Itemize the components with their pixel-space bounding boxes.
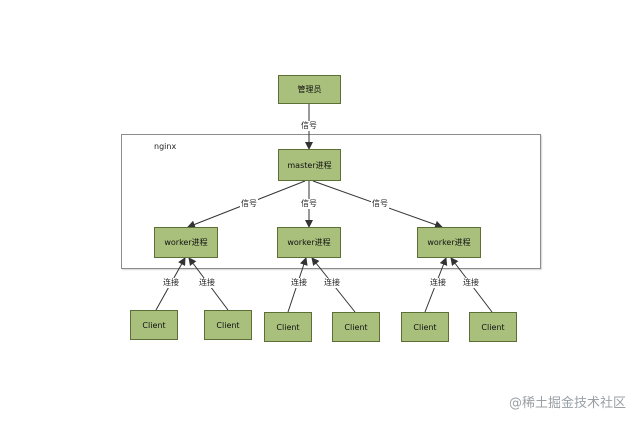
signal-label: 信号 bbox=[240, 199, 258, 209]
worker-process-node: worker进程 bbox=[154, 227, 218, 258]
connect-label: 连接 bbox=[323, 278, 341, 288]
worker-process-node: worker进程 bbox=[277, 227, 341, 258]
worker-process-node: worker进程 bbox=[417, 227, 481, 258]
connect-label: 连接 bbox=[290, 278, 308, 288]
watermark: @稀土掘金技术社区 bbox=[508, 396, 626, 411]
connect-label: 连接 bbox=[162, 278, 180, 288]
client-node: Client bbox=[204, 310, 252, 340]
client-node: Client bbox=[130, 310, 178, 340]
nginx-group-title: nginx bbox=[154, 142, 177, 151]
master-process-node: master进程 bbox=[278, 149, 341, 181]
connect-label: 连接 bbox=[429, 278, 447, 288]
connect-label: 连接 bbox=[198, 278, 216, 288]
signal-label: 信号 bbox=[300, 121, 318, 131]
signal-label: 信号 bbox=[371, 199, 389, 209]
client-node: Client bbox=[332, 312, 380, 342]
client-node: Client bbox=[264, 312, 312, 342]
connect-label: 连接 bbox=[462, 278, 480, 288]
client-node: Client bbox=[469, 312, 517, 342]
admin-node: 管理员 bbox=[278, 75, 341, 104]
signal-label: 信号 bbox=[300, 199, 318, 209]
client-node: Client bbox=[401, 312, 449, 342]
